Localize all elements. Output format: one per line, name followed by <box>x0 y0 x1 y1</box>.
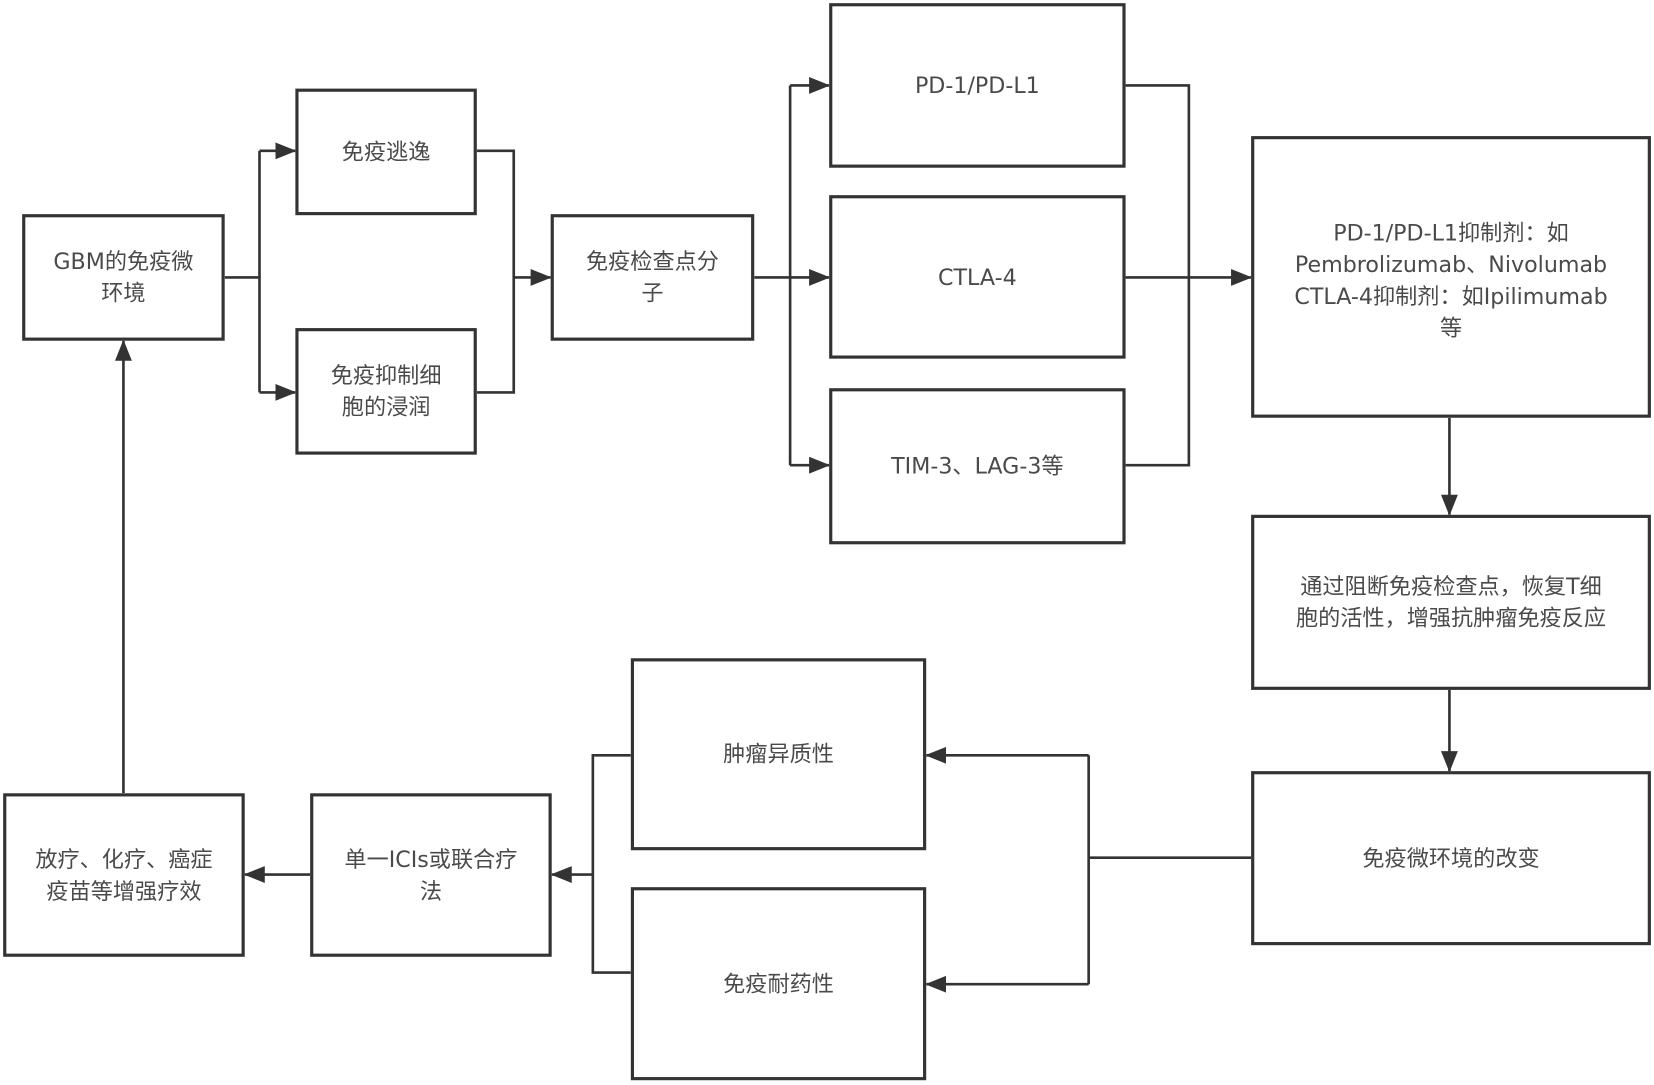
node-enhance-efficacy: 放疗、化疗、癌症 疫苗等增强疗效 <box>3 793 245 957</box>
node-microenvironment-change: 免疫微环境的改变 <box>1251 771 1651 946</box>
connector-merge-3 <box>591 753 631 974</box>
node-mechanism: 通过阻断免疫检查点，恢复T细 胞的活性，增强抗肿瘤免疫反应 <box>1251 514 1651 690</box>
connector-change-split <box>1087 755 1252 985</box>
node-tumor-heterogeneity: 肿瘤异质性 <box>630 658 927 851</box>
node-ctla4: CTLA-4 <box>829 195 1126 359</box>
node-immune-escape: 免疫逃逸 <box>295 88 477 216</box>
connector-gbm-split <box>224 150 261 393</box>
node-checkpoint-molecules: 免疫检查点分 子 <box>550 214 755 341</box>
node-tim3-lag3: TIM-3、LAG-3等 <box>829 388 1126 545</box>
connector-merge-2 <box>1125 84 1191 467</box>
connector-checkpoint-split <box>754 85 792 466</box>
connector-merge-1 <box>476 149 516 394</box>
node-pd1: PD-1/PD-L1 <box>829 3 1126 168</box>
node-ici-therapy: 单一ICIs或联合疗 法 <box>310 793 552 957</box>
node-inhibitors: PD-1/PD-L1抑制剂：如 Pembrolizumab、Nivolumab … <box>1251 136 1651 418</box>
node-gbm-microenvironment: GBM的免疫微 环境 <box>22 214 225 341</box>
node-immune-resistance: 免疫耐药性 <box>630 887 927 1081</box>
node-suppressive-cell-infiltration: 免疫抑制细 胞的浸润 <box>295 328 477 455</box>
